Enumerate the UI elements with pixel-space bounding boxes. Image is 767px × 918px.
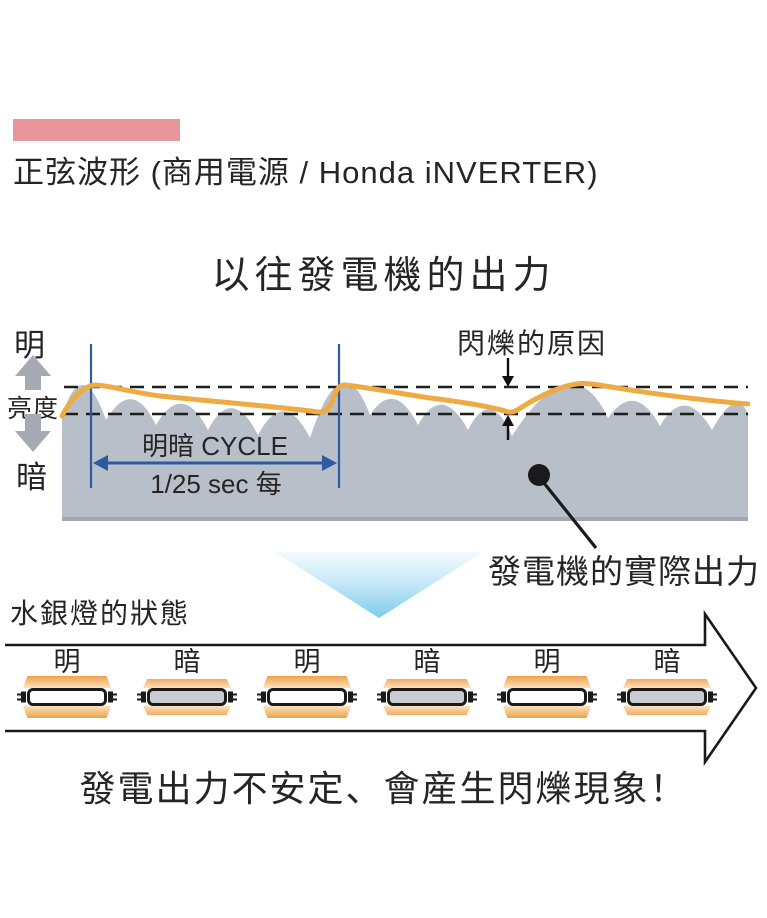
down-arrow-icon [15,414,51,452]
cycle-arrowhead-right [322,455,337,471]
cycle-arrowhead-left [93,455,108,471]
flicker-measure-upper-arrowhead [502,376,514,387]
lamp-glow-icon [623,679,711,688]
lamp-state-label: 明 [533,647,561,677]
cycle-label: 明暗 CYCLE [142,431,288,461]
pointer-dot [528,464,550,486]
lamp-glow-icon [263,676,351,688]
cycle-duration-label: 1/25 sec 每 [150,469,282,499]
lamp-item: 明 [17,647,117,724]
axis-dark-label: 暗 [16,460,47,495]
actual-output-label: 發電機的實際出力 [488,553,760,590]
lamp-tube-icon [137,688,237,706]
lamp-tube-icon [497,688,597,706]
waveform-chart-svg: 明暗 CYCLE 1/25 sec 每 [60,344,750,549]
lamp-tube-icon [377,688,477,706]
pointer-line [542,482,598,549]
lamp-glow-icon [383,679,471,688]
flicker-measure-lower-arrowhead [502,415,514,426]
accent-bar [13,119,180,141]
lamp-glow-icon [623,706,711,715]
lamp-glow-icon [503,676,591,688]
section-heading: 以往發電機的出力 [211,255,556,297]
lamp-state-label: 暗 [653,647,681,677]
lamp-glow-icon [23,706,111,718]
output-area-shape [62,382,748,520]
timeline-arrow-icon [5,609,758,767]
up-arrow-icon [15,355,51,390]
flicker-cause-label: 閃爍的原因 [456,328,607,359]
lamp-glow-icon [143,679,231,688]
lamp-tube-icon [617,688,717,706]
lamp-tube-icon [257,688,357,706]
lamp-state-label: 明 [53,647,81,677]
lamp-glow-icon [23,676,111,688]
output-area-base-edge [62,517,748,521]
envelope-curve [60,381,750,419]
lamp-item: 明 [497,647,597,724]
lamp-item: 暗 [617,647,717,724]
lamp-item: 暗 [377,647,477,724]
lamp-glow-icon [383,706,471,715]
lamp-state-label: 暗 [173,647,201,677]
lamp-state-label: 明 [293,647,321,677]
lamp-glow-icon [503,706,591,718]
footer-message: 發電出力不安定、會産生閃爍現象！ [79,768,688,809]
lamp-tube-icon [17,688,117,706]
lamp-glow-icon [263,706,351,718]
lamp-item: 明 [257,647,357,724]
axis-bright-label: 明 [14,328,45,363]
lamp-state-label: 暗 [413,647,441,677]
lamp-section-title: 水銀燈的狀態 [10,598,191,629]
lamp-item: 暗 [137,647,237,724]
lamp-glow-icon [143,706,231,715]
page-title: 正弦波形 (商用電源 / Honda iNVERTER) [13,155,599,190]
